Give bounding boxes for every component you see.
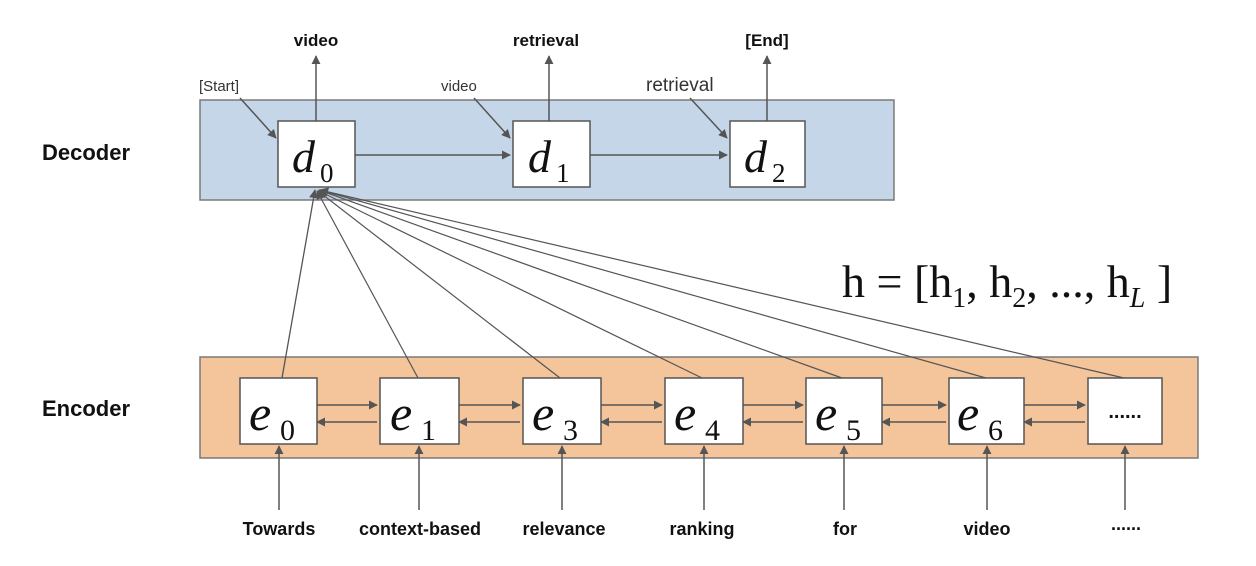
encoder-cell: e 1 (379, 377, 460, 447)
encoder-cell-symbol: e (390, 385, 412, 441)
decoder-cell: d 1 (512, 120, 591, 188)
decoder-label: Decoder (42, 140, 130, 165)
decoder-input-arrow (239, 97, 277, 139)
encoder-cell-subscript: 3 (563, 414, 578, 447)
encoder-cell-symbol: e (249, 385, 271, 441)
attention-line (319, 187, 1125, 379)
encoder-input-arrows (274, 445, 1130, 510)
decoder-cell: d 0 (277, 120, 356, 188)
encoder-cell: e 0 (239, 377, 318, 447)
encoder-input-word: relevance (522, 519, 605, 539)
formula-subscript: 1 (952, 283, 966, 314)
formula-part: h = [h (842, 256, 952, 307)
decoder-cell-symbol: d (528, 131, 552, 182)
attention-line (316, 190, 419, 379)
decoder-input-arrow (689, 97, 728, 139)
attention-line (281, 189, 319, 379)
decoder-output-label: [End] (745, 31, 788, 50)
attention-line (318, 190, 703, 379)
encoder-input-word: video (963, 519, 1010, 539)
encoder-label: Encoder (42, 396, 130, 421)
encoder-cell-symbol: e (674, 385, 696, 441)
encoder-cell-subscript: 0 (280, 414, 295, 447)
encoder-cell: e 4 (664, 377, 744, 447)
encoder-bidirectional-arrows (316, 400, 1086, 427)
decoder-cell: d 2 (729, 120, 806, 188)
encoder-cell-symbol: e (957, 385, 979, 441)
encoder-input-word: ...... (1111, 514, 1141, 534)
decoder-output-label: video (294, 31, 338, 50)
decoder-cell-subscript: 0 (320, 158, 334, 188)
encoder-cell-symbol: e (532, 385, 554, 441)
formula-part: , ..., h (1026, 256, 1130, 307)
decoder-output-label: retrieval (513, 31, 579, 50)
formula-part: ] (1145, 256, 1172, 307)
decoder-cell-symbol: d (744, 131, 768, 182)
encoder-cell-subscript: 1 (421, 414, 436, 447)
decoder-cell-symbol: d (292, 131, 316, 182)
attention-line (319, 187, 987, 379)
decoder-input-arrow (473, 97, 511, 139)
formula-subscript: L (1129, 283, 1146, 314)
encoder-cell: e 5 (805, 377, 883, 447)
encoder-cell-subscript: 5 (846, 414, 861, 447)
encoder-input-word: context-based (359, 519, 481, 539)
decoder-input-label: [Start] (199, 78, 239, 95)
encoder-cell-symbol: e (815, 385, 837, 441)
encoder-cell-subscript: 6 (988, 414, 1003, 447)
encoder-cell-subscript: 4 (705, 414, 720, 447)
decoder-cell-subscript: 1 (556, 158, 570, 188)
decoder-input-label: retrieval (646, 75, 714, 96)
hidden-states-formula: h = [h1, h2, ..., hL ] (842, 256, 1172, 314)
encoder-cell: e 6 (948, 377, 1025, 447)
encoder-input-word: Towards (243, 519, 316, 539)
decoder-input-label: video (441, 78, 477, 95)
encoder-input-word: ranking (669, 519, 734, 539)
formula-part: , h (966, 256, 1012, 307)
formula-subscript: 2 (1012, 283, 1026, 314)
attention-line (317, 190, 561, 379)
encoder-input-word: for (833, 519, 857, 539)
encoder-cell-ellipsis: ...... (1108, 401, 1141, 423)
encoder-cell: e 3 (522, 377, 602, 447)
attention-line (318, 188, 843, 379)
encoder-cell: ...... (1087, 377, 1163, 445)
decoder-cell-subscript: 2 (772, 158, 786, 188)
